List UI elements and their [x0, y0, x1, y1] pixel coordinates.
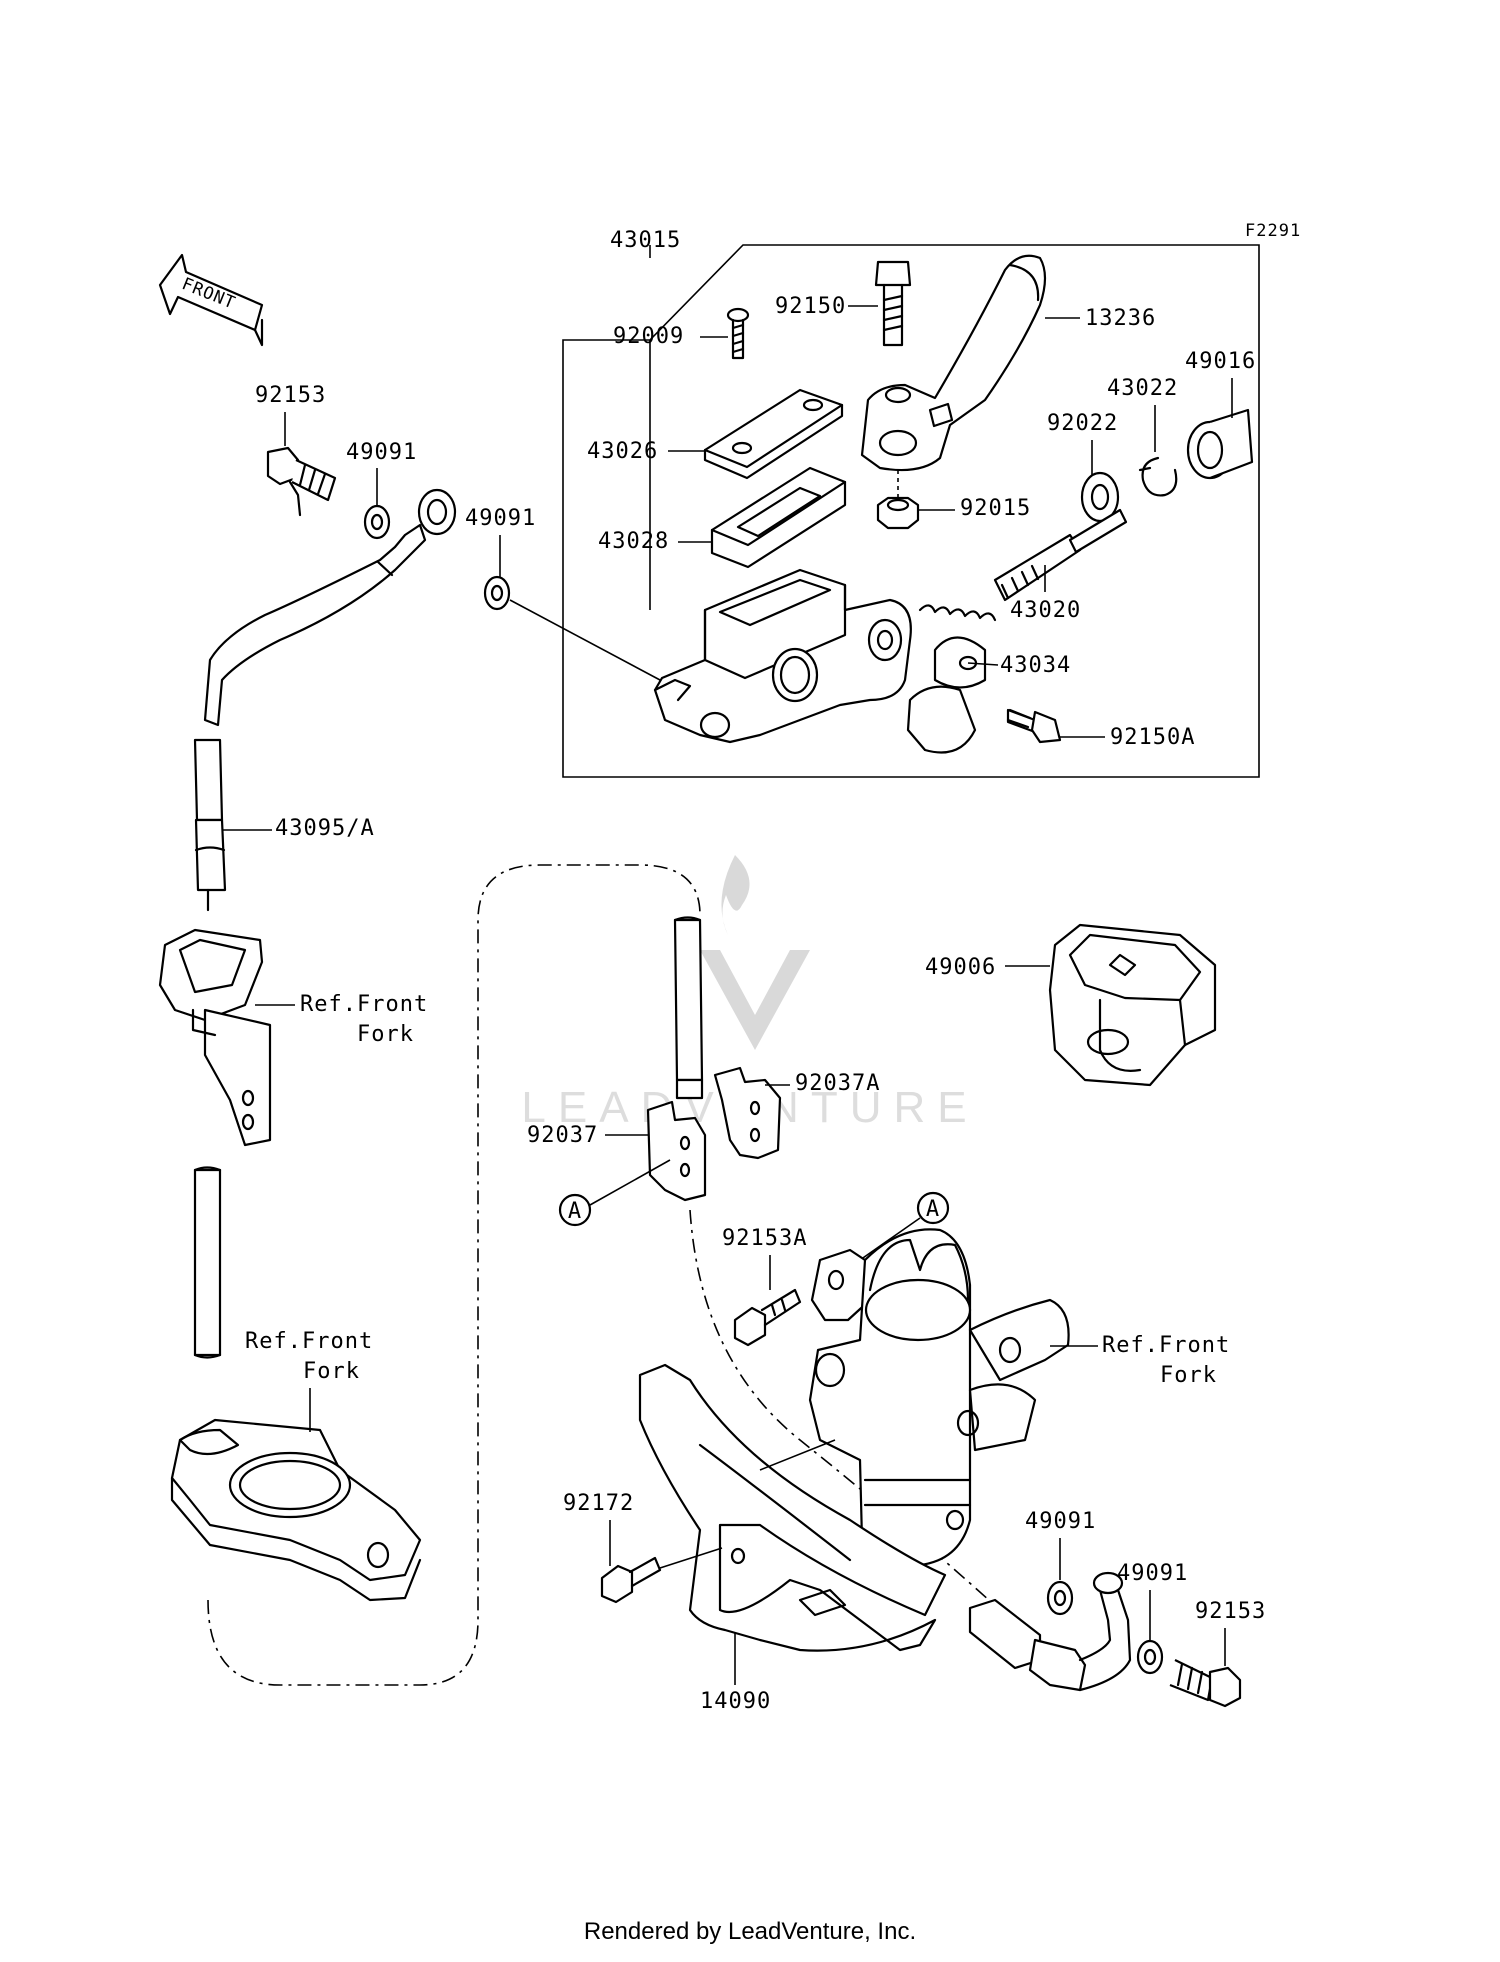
hose-lower-fitting	[968, 1571, 1132, 1692]
part-label-92009: 92009	[613, 324, 684, 349]
footer-credit: Rendered by LeadVenture, Inc.	[583, 1918, 917, 1945]
snap-ring-43022	[1138, 456, 1178, 497]
hose-clip-92037A	[713, 1066, 782, 1160]
bolt-92150A	[1006, 708, 1062, 744]
part-label-49091-top-right: 49091	[465, 506, 536, 531]
screw-92009	[726, 307, 750, 360]
disc-guard-14090	[638, 1363, 947, 1652]
brake-lever-13236	[860, 254, 1047, 472]
part-label-92150: 92150	[775, 294, 846, 319]
nut-92015	[876, 496, 920, 530]
ref-front-fork-3-line2: Fork	[1160, 1363, 1217, 1388]
ref-front-fork-3-line1: Ref.Front	[1102, 1333, 1230, 1358]
pivot-bolt-92150	[874, 260, 912, 347]
part-label-92172: 92172	[563, 1491, 634, 1516]
washer-92022	[1080, 471, 1120, 523]
part-label-43026: 43026	[587, 439, 658, 464]
washer-49091-top-right	[483, 575, 511, 611]
clamp-43034	[906, 636, 987, 754]
svg-text:A: A	[926, 1197, 940, 1222]
part-label-49006: 49006	[925, 955, 996, 980]
assembly-box-43015	[562, 244, 1260, 778]
washer-49091-bottom-2	[1136, 1639, 1164, 1675]
master-cylinder-body	[653, 568, 912, 744]
washer-49091-bottom-1	[1046, 1580, 1074, 1616]
part-label-92153-bottom: 92153	[1195, 1599, 1266, 1624]
callout-a-left: A	[558, 1159, 671, 1227]
hose-routing-path	[207, 864, 701, 1686]
bolt-92172	[600, 1556, 662, 1604]
banjo-bolt-92153-bottom	[1169, 1659, 1242, 1708]
part-label-92015: 92015	[960, 496, 1031, 521]
part-label-43095A: 43095/A	[275, 816, 375, 841]
part-label-92022: 92022	[1047, 411, 1118, 436]
piston-assembly-43020	[918, 508, 1128, 622]
part-label-49091-bottom-1: 49091	[1025, 1509, 1096, 1534]
ref-front-fork-1-line2: Fork	[357, 1022, 414, 1047]
part-label-13236: 13236	[1085, 306, 1156, 331]
part-label-49016: 49016	[1185, 349, 1256, 374]
ref-front-fork-2-line1: Ref.Front	[245, 1329, 373, 1354]
part-label-14090: 14090	[700, 1689, 771, 1714]
ref-front-fork-2-line2: Fork	[303, 1359, 360, 1384]
brake-hose-lower-segment	[673, 916, 704, 1100]
fitting-49006	[1048, 923, 1217, 1087]
washer-49091-top-left	[363, 504, 391, 540]
part-label-43028: 43028	[598, 529, 669, 554]
svg-text:A: A	[568, 1199, 582, 1224]
hose-guide-left-upper	[158, 928, 272, 1147]
callout-a-right: A	[859, 1191, 950, 1261]
diaphragm-43028	[710, 466, 847, 569]
brake-caliper	[808, 1228, 1070, 1567]
ref-front-fork-1-line1: Ref.Front	[300, 992, 428, 1017]
hose-clip-92037	[646, 1100, 707, 1202]
part-label-92037A: 92037A	[795, 1071, 880, 1096]
part-label-92150A: 92150A	[1110, 725, 1195, 750]
banjo-bolt-92153-top	[266, 446, 337, 517]
part-label-43015: 43015	[610, 228, 681, 253]
part-label-92037: 92037	[527, 1123, 598, 1148]
boot-cap-49016	[1186, 408, 1254, 480]
reservoir-cap-43026	[703, 388, 844, 480]
bolt-92153A	[733, 1288, 802, 1347]
part-label-92153-top: 92153	[255, 383, 326, 408]
part-label-43020: 43020	[1010, 598, 1081, 623]
diagram-code: F2291	[1245, 221, 1301, 241]
part-label-43022: 43022	[1107, 376, 1178, 401]
hose-guide-left-lower	[170, 1418, 422, 1602]
part-label-92153A: 92153A	[722, 1226, 807, 1251]
front-arrow-icon: FRONT	[158, 253, 264, 347]
brake-hose-43095A	[193, 488, 457, 1359]
part-label-43034: 43034	[1000, 653, 1071, 678]
part-label-49091-top-left: 49091	[346, 440, 417, 465]
part-label-49091-bottom-2: 49091	[1117, 1561, 1188, 1586]
